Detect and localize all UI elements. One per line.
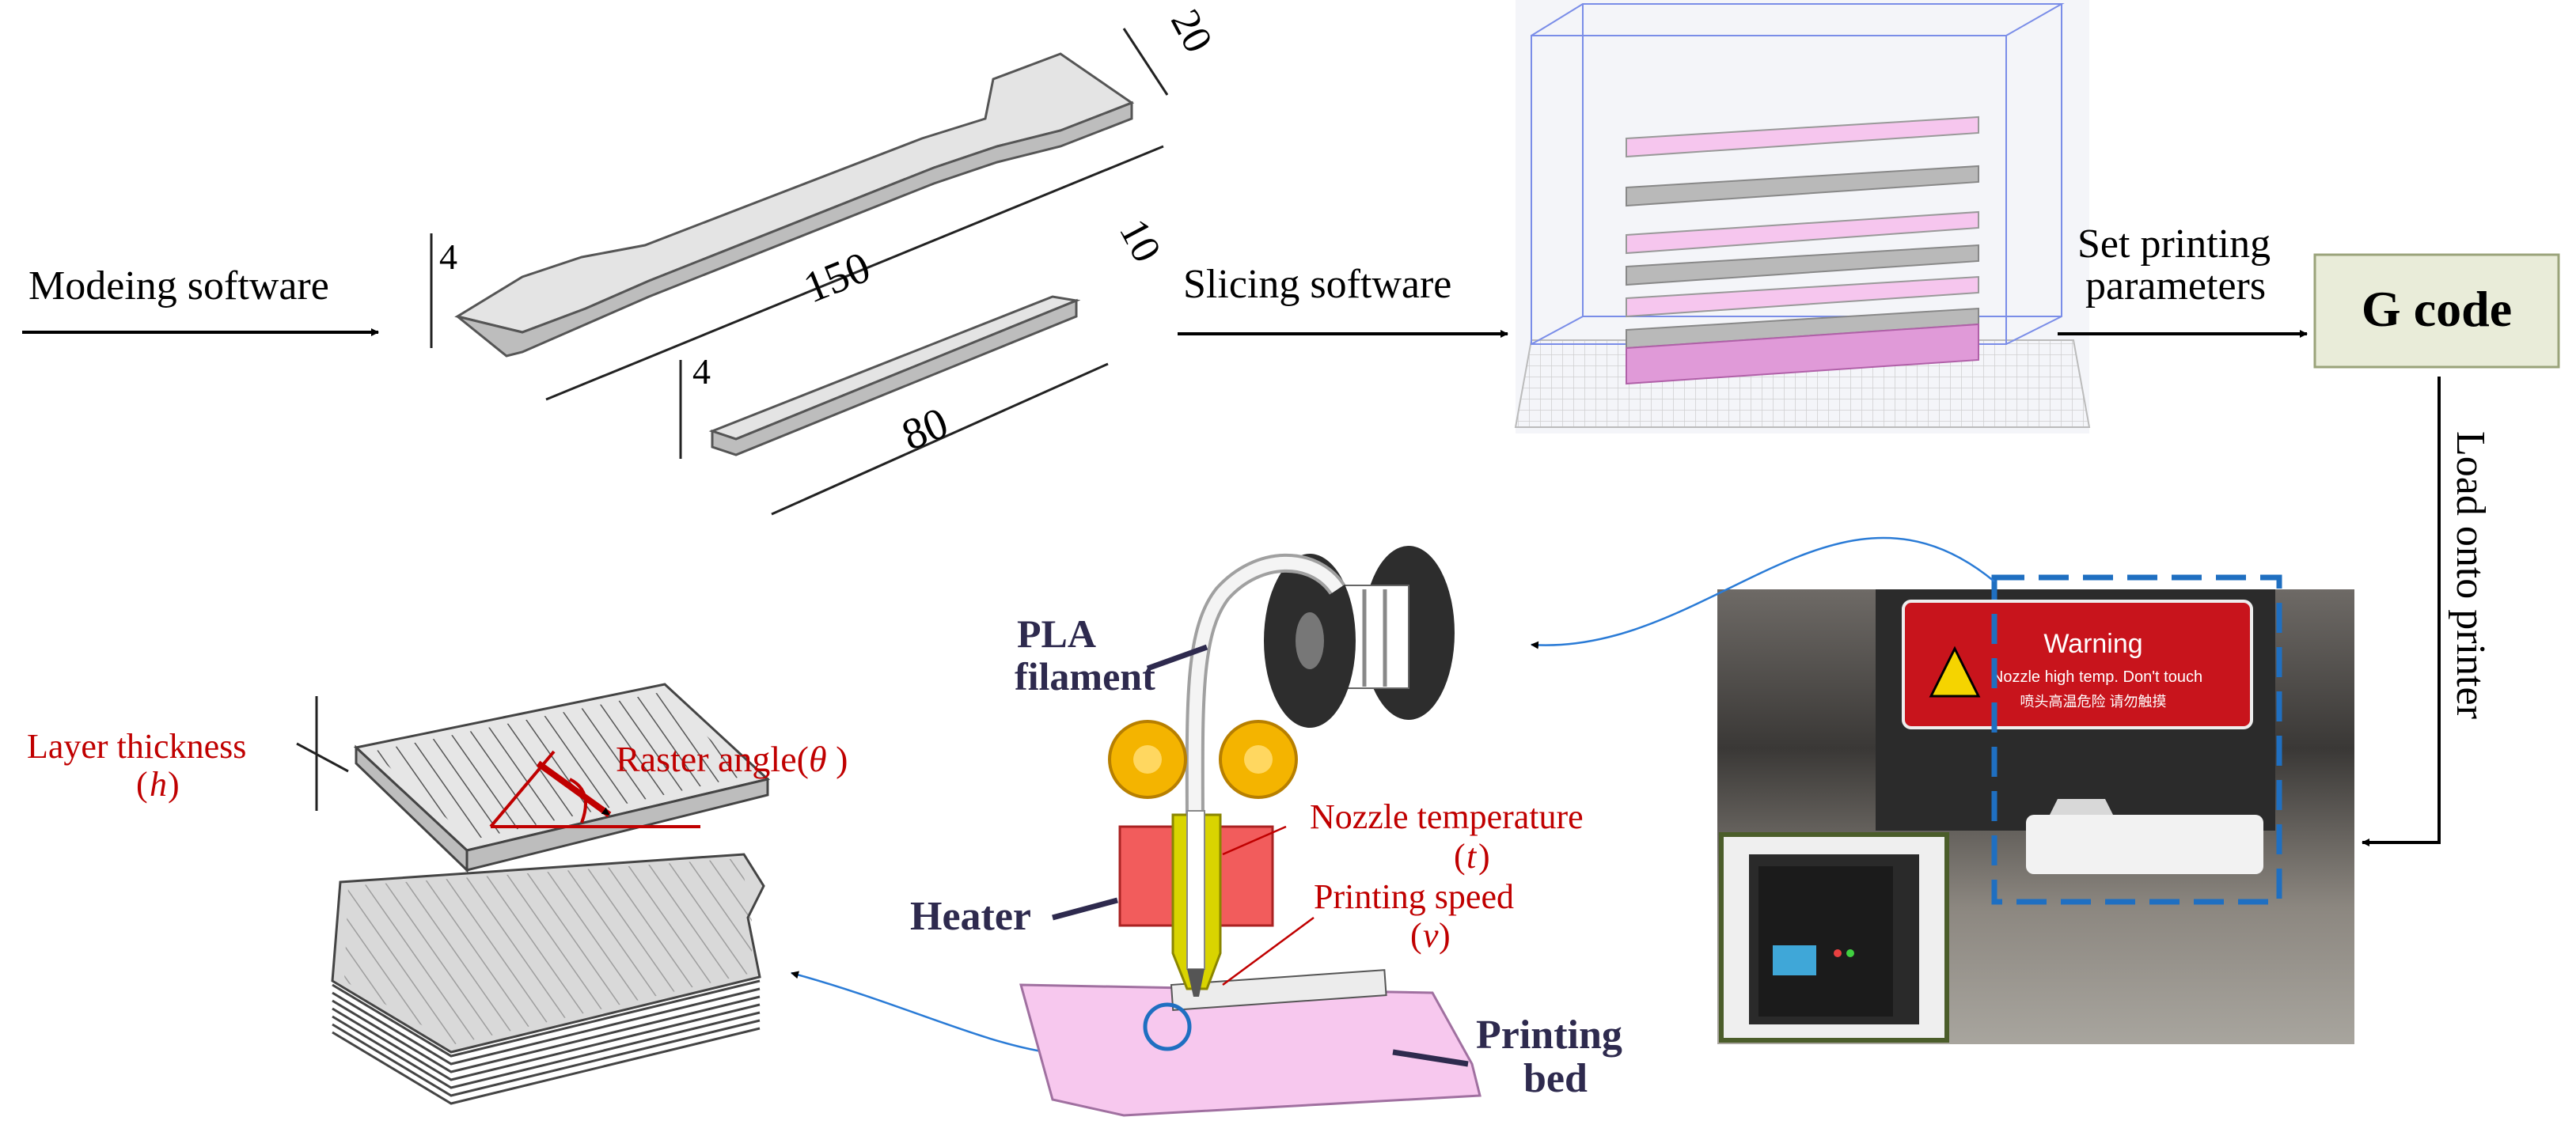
layer-thickness-marker (296, 696, 349, 811)
bed-label-line2: bed (1523, 1056, 1588, 1101)
hot-surface-icon (1929, 646, 1981, 698)
gcode-box: G code (2313, 253, 2560, 369)
top-layer (353, 683, 771, 873)
bar-specimen: 80 10 4 (679, 212, 1170, 516)
speed-pointer (1222, 916, 1315, 986)
dogbone-dim-width-line (1122, 28, 1169, 96)
speed-close: ) (1439, 916, 1451, 955)
slice-layer-stack (1626, 115, 1979, 385)
bar-side-face (711, 298, 1078, 456)
raster-angle-marker (489, 750, 700, 828)
load-step: Load onto printer (2362, 377, 2493, 846)
layer-thickness-label: Layer thickness (27, 727, 246, 766)
slicer-preview (1514, 0, 2091, 433)
nozzle-temp-open: ( (1454, 837, 1466, 876)
dogbone-top-face (454, 52, 1135, 334)
dogbone-dim-length-line (545, 145, 1164, 401)
heater-block-left (1118, 825, 1175, 927)
photo-to-printer-arrow (1531, 536, 1995, 649)
speed-label: Printing speed (1314, 877, 1514, 916)
layer-thickness-symbol: h (150, 765, 167, 804)
layer-thickness-close: ) (168, 765, 180, 804)
nozzle-temp-pointer (1222, 825, 1287, 856)
focus-frame (1991, 574, 2282, 905)
printing-bed (1019, 983, 1481, 1117)
set-params-step: Set printing parameters (2058, 221, 2308, 338)
printer-schematic: PLA filament Heater Printing bed Nozzle … (910, 546, 1622, 1117)
set-params-line2: parameters (2085, 263, 2266, 309)
set-params-line1: Set printing (2077, 221, 2271, 267)
drive-gears (1108, 720, 1298, 799)
dogbone-specimen: 150 20 4 (430, 2, 1221, 401)
speed-symbol: v (1423, 916, 1439, 955)
bed-pointer (1392, 1049, 1469, 1067)
layer-detail: Layer thickness ( h ) Raster angle(θ ) (27, 683, 848, 1105)
pla-pointer (1146, 644, 1208, 672)
nozzle-temp-symbol: t (1466, 837, 1478, 876)
printed-bar (1170, 969, 1387, 1011)
deposit-highlight (1143, 1002, 1192, 1051)
slicing-step: Slicing software (1178, 262, 1508, 338)
heater-label: Heater (910, 894, 1031, 939)
heater-block-right (1217, 825, 1274, 927)
nozzle-temp-label: Nozzle temperature (1310, 797, 1584, 836)
bar-dim-length-line (771, 362, 1109, 516)
dogbone-thickness-label: 4 (439, 237, 457, 277)
raster-angle-label: Raster angle(θ ) (616, 739, 848, 779)
warning-title: Warning (2043, 629, 2142, 659)
printed-part (2026, 815, 2263, 874)
slicing-software-label: Slicing software (1183, 262, 1451, 307)
nozzle-temp-close: ) (1478, 837, 1490, 876)
bar-length-label: 80 (895, 398, 954, 460)
gcode-label: G code (2362, 281, 2512, 337)
dogbone-length-label: 150 (797, 243, 877, 313)
load-arrow (2362, 377, 2441, 846)
bar-thickness-label: 4 (692, 351, 711, 392)
bar-width-label: 10 (1110, 212, 1170, 270)
bed-label-line1: Printing (1476, 1013, 1622, 1058)
pla-label-line2: filament (1015, 654, 1155, 699)
modeling-software-label: Modeing software (28, 263, 329, 309)
speed-open: ( (1410, 916, 1422, 955)
heater-pointer (1052, 897, 1118, 921)
warning-text: Nozzle high temp. Don't touch (1992, 668, 2202, 686)
bar-top-face (708, 295, 1081, 441)
layer-thickness-open: ( (136, 765, 148, 804)
printer-photo: Warning Nozzle high temp. Don't touch 喷头… (1717, 574, 2354, 1044)
warning-sticker (1902, 600, 2253, 729)
pla-label-line1: PLA (1017, 611, 1096, 656)
dogbone-side-face (457, 100, 1133, 358)
warning-text-cn: 喷头高温危险 请勿触摸 (2020, 694, 2167, 710)
filament-spool (1264, 546, 1455, 728)
modeling-step: Modeing software (22, 263, 379, 336)
load-label: Load onto printer (2448, 431, 2493, 719)
dogbone-width-label: 20 (1162, 2, 1221, 60)
layer-stack (331, 853, 765, 1105)
